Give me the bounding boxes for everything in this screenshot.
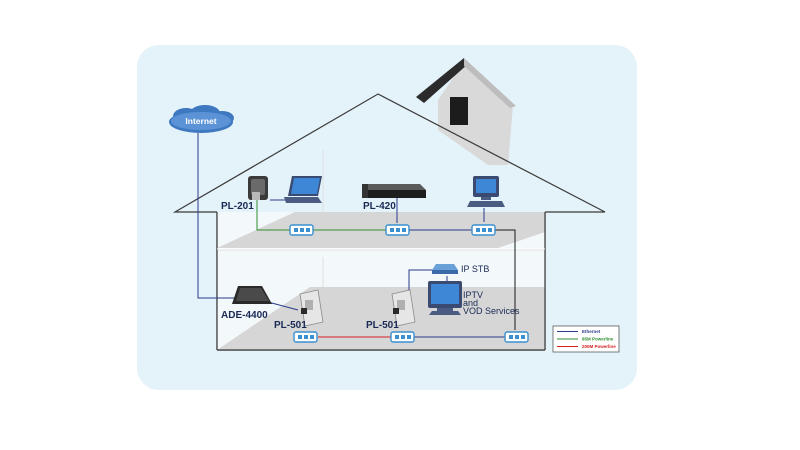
pl201-adapter-icon	[248, 176, 268, 200]
iptv-label-line2: and	[463, 298, 478, 308]
pl501-right-label: PL-501	[366, 320, 399, 331]
pl420-label: PL-420	[363, 201, 396, 212]
internet-label: Internet	[185, 116, 216, 126]
legend-label: 200M Powerline	[582, 344, 616, 349]
outlet-icon	[390, 331, 415, 343]
outlet-icon	[385, 224, 410, 236]
tv-icon	[428, 281, 462, 315]
desktop-pc-icon	[467, 176, 505, 207]
outlet-icon	[289, 224, 314, 236]
ip-stb-icon	[432, 264, 458, 274]
ethernet-cable-internet	[197, 133, 238, 299]
ethernet-cable-ade-pl501	[267, 301, 299, 311]
ip-stb-label: IP STB	[461, 264, 489, 274]
ade4400-label: ADE-4400	[221, 310, 268, 321]
pl501-left-adapter-icon	[299, 289, 324, 327]
outlet-icon	[504, 331, 529, 343]
chimney	[416, 58, 516, 165]
powerline-85m-cable	[256, 200, 290, 231]
laptop-icon	[284, 176, 322, 203]
legend-label: 85M Powerline	[582, 337, 614, 342]
pl501-right-adapter-icon	[391, 289, 416, 327]
iptv-label-line1: IPTV	[463, 290, 483, 300]
outlet-icon	[471, 224, 496, 236]
pl201-label: PL-201	[221, 201, 254, 212]
outlet-icon	[293, 331, 318, 343]
internet-cloud: Internet	[169, 105, 234, 133]
legend-label: Ethernet	[582, 329, 601, 334]
iptv-label-line3: VOD Services	[463, 306, 520, 316]
pl420-switch-icon	[362, 184, 426, 198]
legend: Ethernet 85M Powerline 200M Powerline	[552, 325, 620, 353]
pl501-left-label: PL-501	[274, 320, 307, 331]
ade4400-modem-icon	[232, 286, 272, 304]
